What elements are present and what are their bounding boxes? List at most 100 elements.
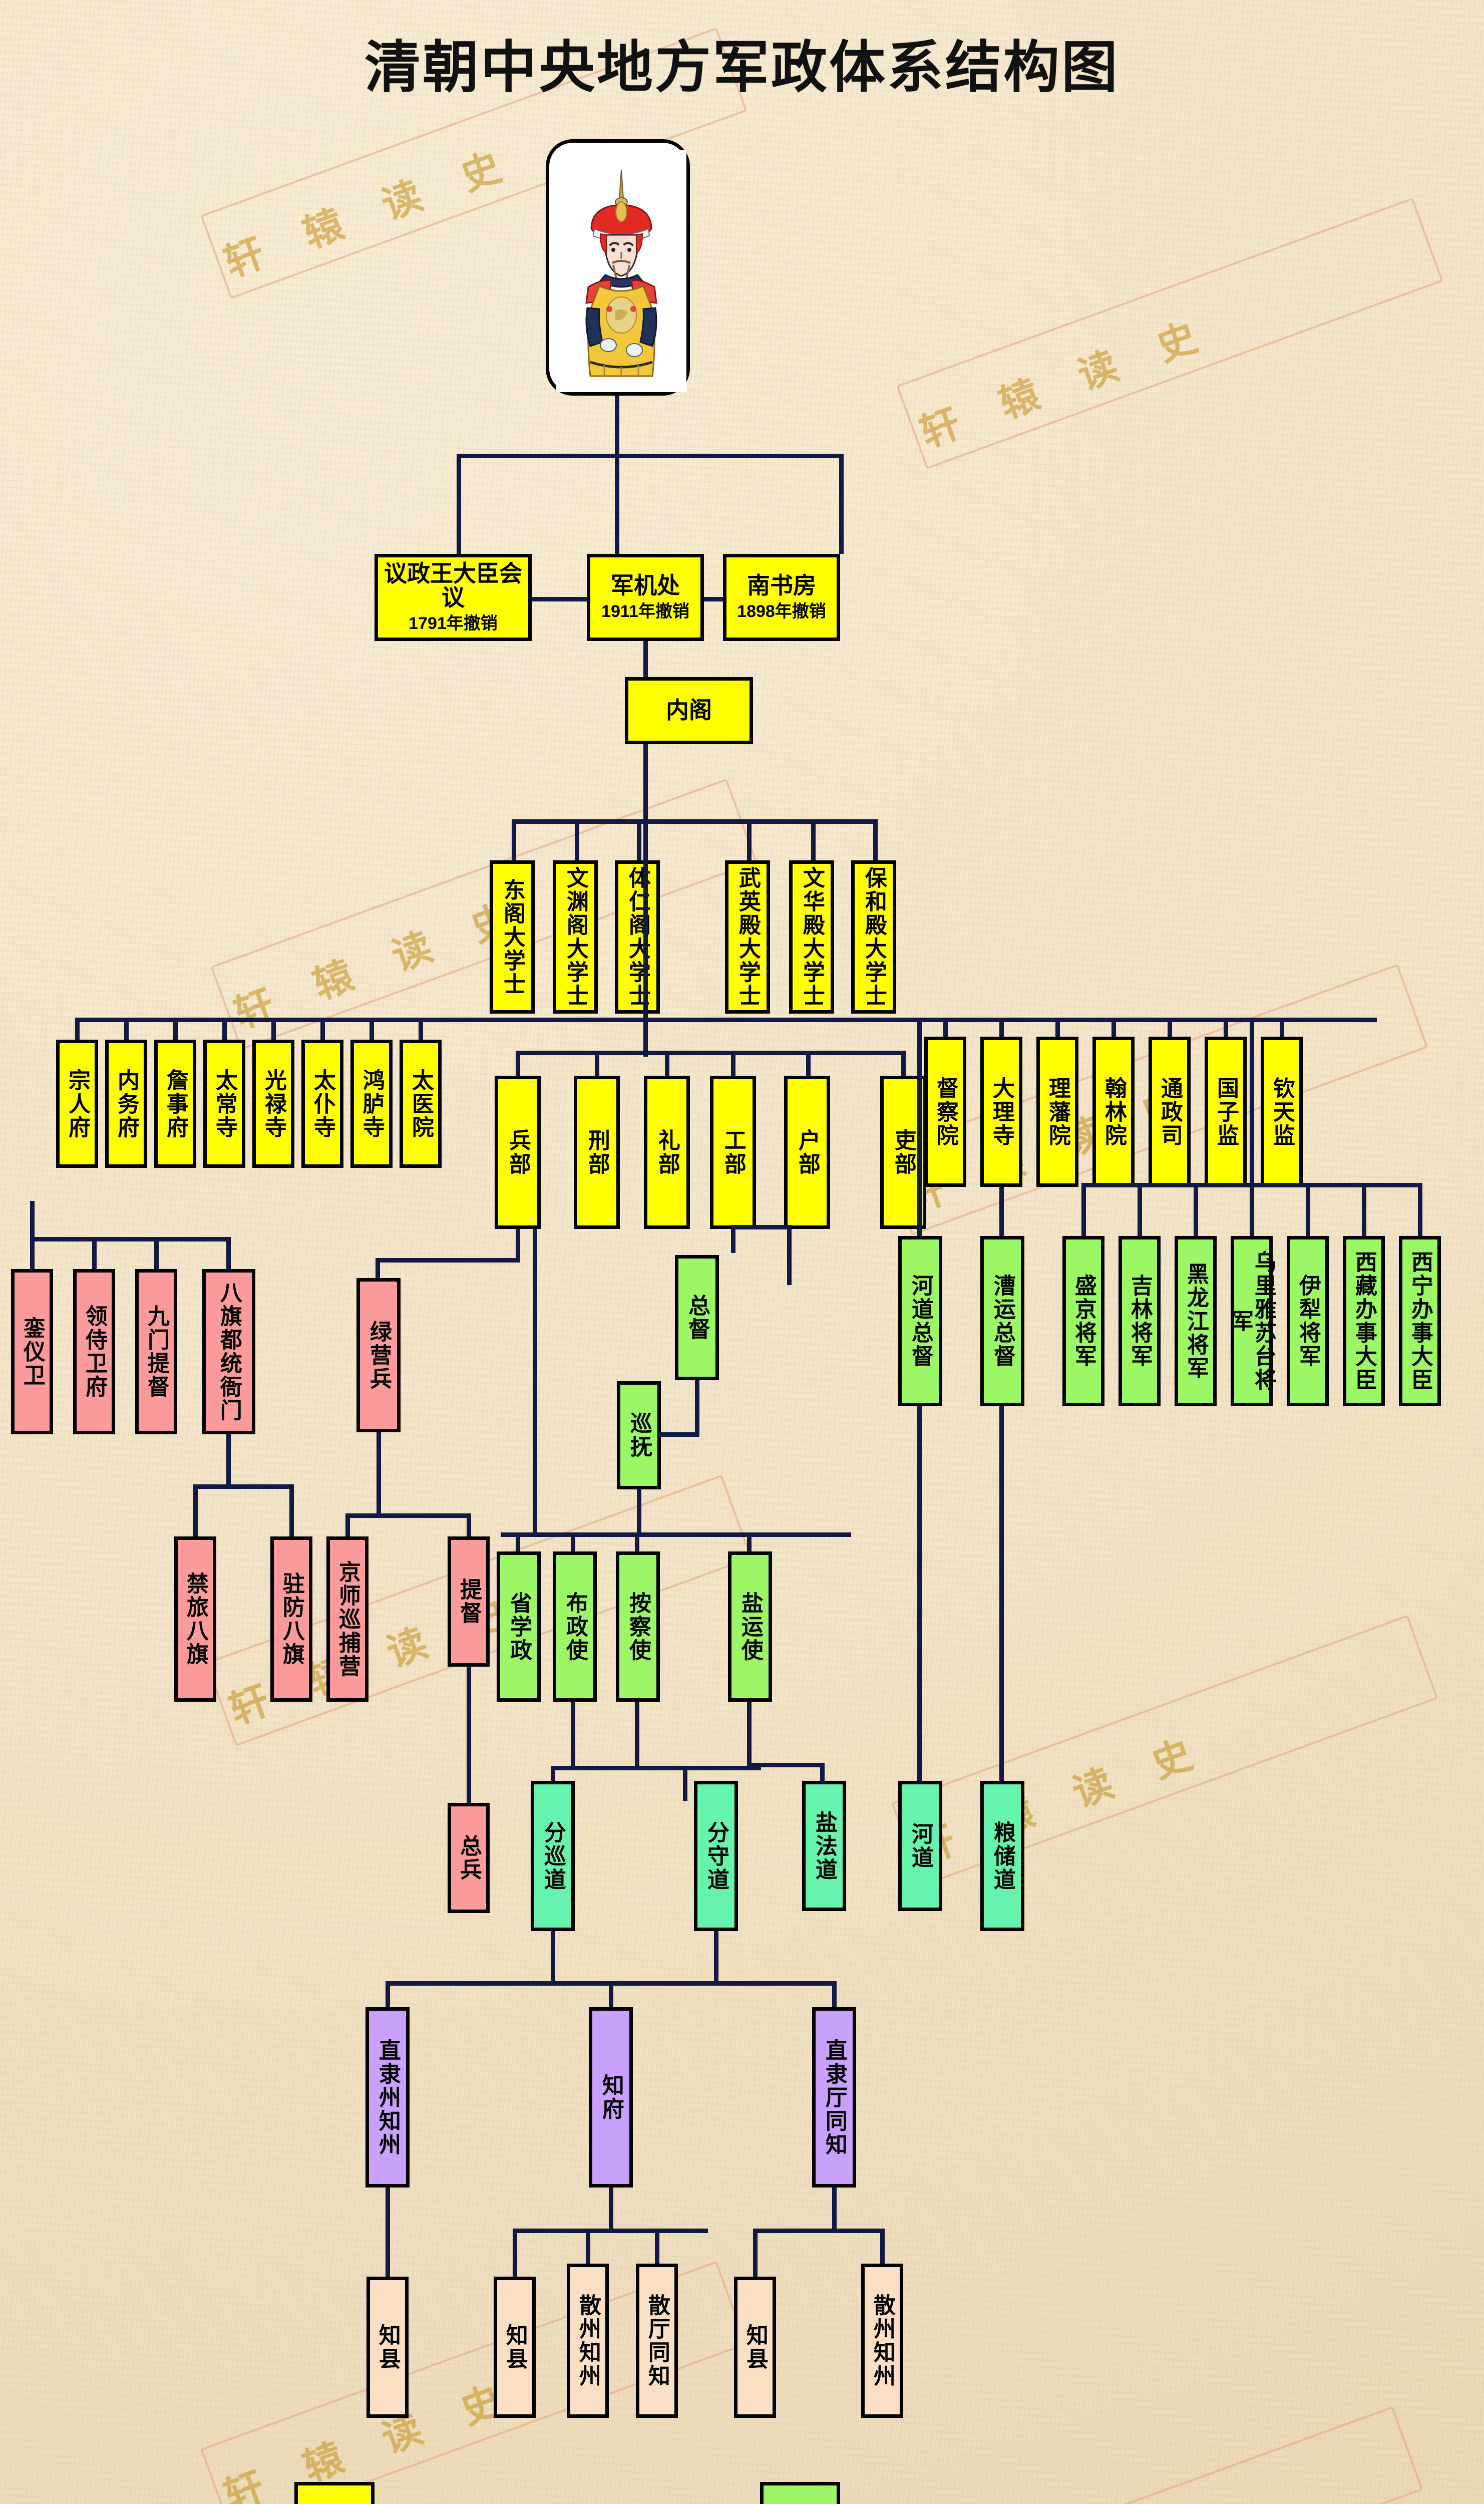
connector [30, 1237, 230, 1241]
node-grand-secretary-tiren[interactable]: 体仁阁大学士 [615, 860, 660, 1014]
node-banner-garrison[interactable]: 驻防八旗 [270, 1536, 312, 1702]
node-label: 总兵 [456, 1834, 481, 1882]
node-taichangsi[interactable]: 太常寺 [203, 1040, 245, 1168]
node-prefect[interactable]: 知府 [589, 2007, 633, 2187]
node-independent-department-magistrate[interactable]: 直隶州知州 [365, 2007, 410, 2187]
node-ministry-revenue[interactable]: 户部 [784, 1076, 830, 1229]
node-ministry-works[interactable]: 工部 [710, 1076, 756, 1229]
node-luanyiwei[interactable]: 銮仪卫 [11, 1269, 53, 1434]
node-circuit-intendant-guard[interactable]: 分守道 [694, 1781, 738, 1931]
node-grand-secretary-wuying[interactable]: 武英殿大学士 [725, 860, 770, 1014]
connector [271, 1018, 276, 1042]
node-label: 东阁大学士 [500, 878, 525, 996]
node-cabinet[interactable]: 内阁 [625, 677, 753, 744]
connector [1224, 1018, 1228, 1040]
connector [345, 1513, 350, 1539]
node-zhanshifu[interactable]: 詹事府 [154, 1040, 196, 1168]
node-taipusi[interactable]: 太仆寺 [301, 1040, 343, 1168]
connector [575, 819, 579, 862]
node-county-magistrate[interactable]: 知县 [734, 2277, 776, 2418]
node-label: 直隶厅同知 [822, 2038, 847, 2156]
connector [731, 1225, 791, 1229]
node-salt-law-circuit[interactable]: 盐法道 [802, 1781, 846, 1911]
node-green-standard-army[interactable]: 绿营兵 [356, 1278, 401, 1432]
node-county-magistrate[interactable]: 知县 [366, 2277, 409, 2418]
node-general-ili[interactable]: 伊犁将军 [1287, 1236, 1329, 1406]
node-provincial-education[interactable]: 省学政 [497, 1551, 541, 1702]
node-ministry-war[interactable]: 兵部 [495, 1076, 541, 1229]
node-provincial-commander[interactable]: 提督 [448, 1536, 490, 1667]
node-guanglusi[interactable]: 光禄寺 [252, 1040, 294, 1168]
node-ordinary-department-magistrate[interactable]: 散州知州 [567, 2264, 609, 2418]
node-jiumentidu[interactable]: 九门提督 [135, 1269, 177, 1434]
node-general-shengjing[interactable]: 盛京将军 [1062, 1236, 1104, 1406]
connector [637, 819, 641, 862]
node-council-deliberative[interactable]: 议政王大臣会议 1791年撤销 [375, 554, 532, 641]
node-label: 大理寺 [989, 1076, 1014, 1147]
node-tongzhengsi[interactable]: 通政司 [1149, 1037, 1191, 1187]
connector [376, 1258, 380, 1282]
node-grand-council[interactable]: 军机处 1911年撤销 [587, 554, 704, 641]
connector [999, 1187, 1004, 1236]
node-label: 黑龙江将军 [1183, 1262, 1208, 1380]
connector [571, 1702, 575, 1770]
node-viceroy[interactable]: 总督 [675, 1255, 719, 1380]
connector [1306, 1187, 1310, 1237]
node-lifanyuan[interactable]: 理藩院 [1036, 1037, 1078, 1187]
node-censorate[interactable]: 督察院 [924, 1037, 966, 1187]
connector [516, 1051, 520, 1077]
node-capital-patrol[interactable]: 京师巡捕营 [326, 1536, 368, 1702]
node-ordinary-subprefecture-magistrate[interactable]: 散厅同知 [636, 2264, 678, 2418]
node-independent-subprefecture-magistrate[interactable]: 直隶厅同知 [812, 2007, 856, 2187]
node-south-study[interactable]: 南书房 1898年撤销 [723, 554, 840, 641]
node-grand-secretary-wenhua[interactable]: 文华殿大学士 [789, 860, 834, 1014]
connector [551, 1931, 555, 1985]
connector [1055, 1018, 1060, 1040]
node-neiwufu[interactable]: 内务府 [105, 1040, 147, 1168]
connector [635, 1532, 639, 1554]
node-taiyiyuan[interactable]: 太医院 [400, 1040, 442, 1168]
node-grand-secretary-baohe[interactable]: 保和殿大学士 [851, 860, 896, 1014]
node-general-heilongjiang[interactable]: 黑龙江将军 [1175, 1236, 1217, 1406]
node-grand-secretary-donge[interactable]: 东阁大学士 [490, 860, 535, 1014]
node-lingshiweifu[interactable]: 领侍卫府 [73, 1269, 115, 1434]
node-guozijian[interactable]: 国子监 [1205, 1037, 1247, 1187]
node-zongrenfu[interactable]: 宗人府 [56, 1040, 98, 1168]
node-grain-transport-viceroy[interactable]: 漕运总督 [980, 1236, 1024, 1406]
node-river-circuit[interactable]: 河道 [898, 1781, 942, 1911]
node-surveillance-commissioner[interactable]: 按察使 [616, 1551, 660, 1702]
node-amban-tibet[interactable]: 西藏办事大臣 [1343, 1236, 1385, 1406]
connector [917, 1406, 922, 1781]
connector [345, 1513, 471, 1518]
connector [30, 1237, 35, 1272]
node-label: 文渊阁大学士 [563, 866, 588, 1008]
node-circuit-intendant-tour[interactable]: 分巡道 [531, 1781, 575, 1931]
node-county-magistrate[interactable]: 知县 [494, 2277, 536, 2418]
node-river-viceroy[interactable]: 河道总督 [898, 1236, 942, 1406]
node-label: 禁旅八旗 [183, 1572, 208, 1666]
node-dalisi[interactable]: 大理寺 [980, 1037, 1022, 1187]
node-ministry-justice[interactable]: 刑部 [574, 1076, 620, 1229]
node-grand-secretary-wenyuan[interactable]: 文渊阁大学士 [553, 860, 598, 1014]
connector [551, 1766, 761, 1770]
node-salt-commissioner[interactable]: 盐运使 [728, 1551, 772, 1702]
connector [92, 1237, 97, 1272]
node-label: 领侍卫府 [82, 1305, 107, 1399]
node-general-uliastai[interactable]: 乌里雅苏台将军 [1228, 1236, 1276, 1406]
node-banner-guard[interactable]: 禁旅八旗 [174, 1536, 216, 1702]
node-label: 河道总督 [908, 1274, 933, 1368]
node-ministry-rites[interactable]: 礼部 [644, 1076, 690, 1229]
node-governor[interactable]: 巡抚 [617, 1381, 661, 1489]
node-ordinary-department-magistrate[interactable]: 散州知州 [861, 2264, 903, 2418]
node-general-jilin[interactable]: 吉林将军 [1119, 1236, 1161, 1406]
node-honglusi[interactable]: 鸿胪寺 [350, 1040, 393, 1168]
node-grain-storage-circuit[interactable]: 粮储道 [980, 1781, 1024, 1931]
node-qintianjian[interactable]: 钦天监 [1261, 1037, 1303, 1187]
node-administration-commissioner[interactable]: 布政使 [553, 1551, 597, 1702]
node-hanlinyuan[interactable]: 翰林院 [1092, 1037, 1135, 1187]
node-label: 散厅同知 [644, 2294, 669, 2388]
node-brigade-commander[interactable]: 总兵 [448, 1803, 490, 1913]
node-amban-xining[interactable]: 西宁办事大臣 [1399, 1236, 1441, 1406]
connector [377, 1432, 381, 1517]
node-eight-banner-office[interactable]: 八旗都统衙门 [202, 1269, 255, 1434]
